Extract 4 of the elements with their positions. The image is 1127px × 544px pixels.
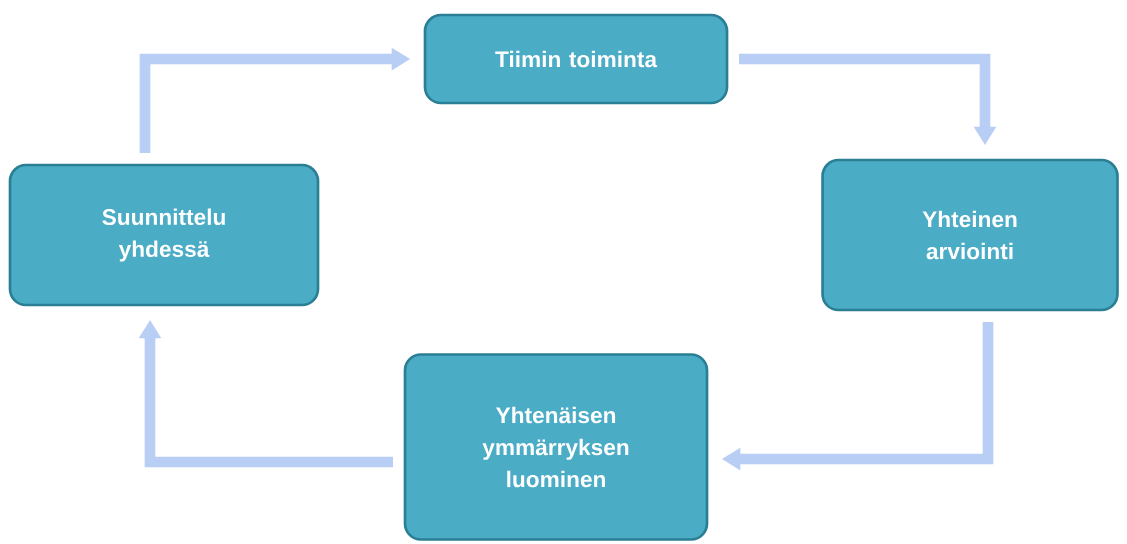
process-box: Yhtenäisen ymmärryksen luominen [403, 353, 709, 541]
process-box: Tiimin toiminta [423, 13, 729, 105]
process-box: Yhteinen arviointi [821, 158, 1119, 312]
process-box: Suunnittelu yhdessä [8, 163, 320, 307]
